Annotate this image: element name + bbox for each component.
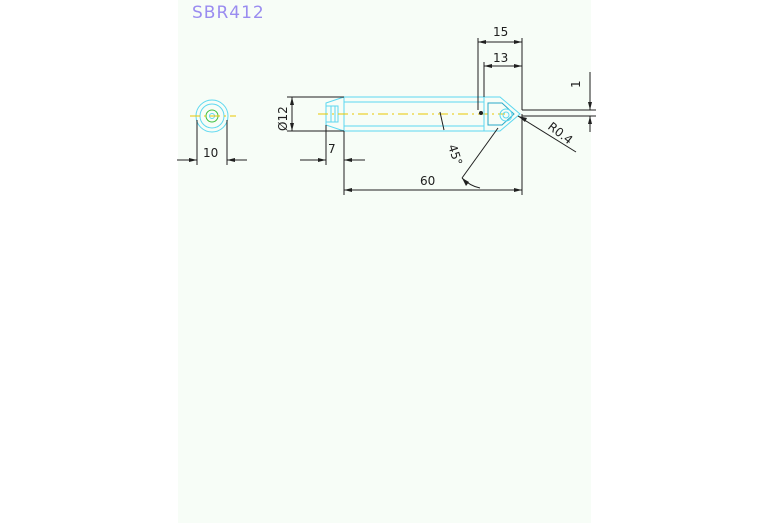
dim-total-length: 60 (420, 174, 435, 188)
dim-angle: 45° (445, 143, 465, 168)
side-view (318, 96, 521, 132)
dim-diameter: Ø12 (276, 106, 290, 131)
dim-radius: R0.4 (545, 119, 575, 147)
side-dimensions: Ø12 7 60 15 13 1 (276, 25, 596, 195)
dim-side-width: 10 (203, 146, 218, 160)
drawing-title: SBR412 (192, 3, 265, 23)
dim-end-length: 7 (328, 142, 336, 156)
dim-tip-length: 15 (493, 25, 508, 39)
end-view: 10 (177, 99, 247, 165)
dim-offset: 1 (569, 80, 583, 88)
dim-tip-inner: 13 (493, 51, 508, 65)
